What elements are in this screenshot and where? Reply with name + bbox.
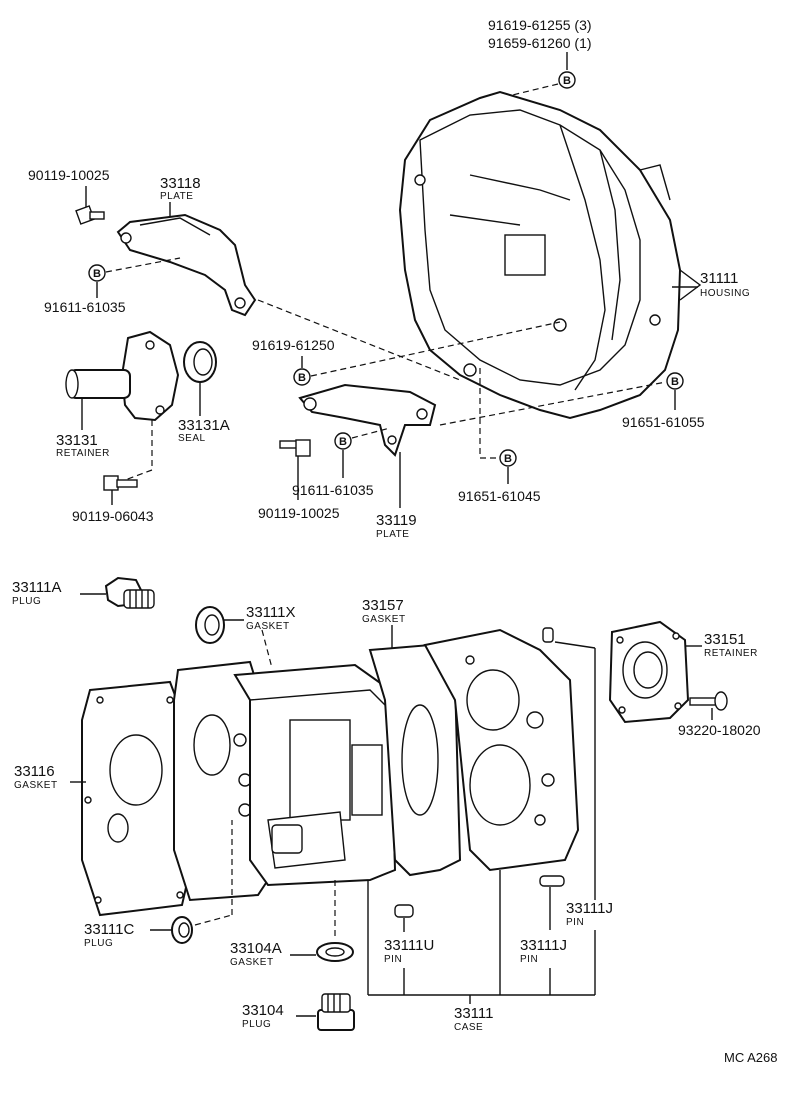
label-case-num: 33111 bbox=[454, 1005, 494, 1022]
bolt-90119-10025-a bbox=[75, 205, 105, 225]
case-bracket-lines bbox=[367, 870, 596, 1004]
label-pin-33111u-num: 33111U bbox=[384, 937, 434, 954]
label-gasket-33111x-name: GASKET bbox=[246, 621, 290, 632]
b-marker-mid-lower: B bbox=[334, 432, 352, 450]
label-gasket-33104a-num: 33104A bbox=[230, 940, 282, 957]
svg-text:B: B bbox=[671, 376, 679, 388]
svg-text:B: B bbox=[93, 268, 101, 280]
label-plug-33111c-name: PLUG bbox=[84, 938, 113, 949]
label-plate-33118-num: 33118 bbox=[160, 175, 201, 192]
b-marker-left-upper: B bbox=[88, 264, 106, 282]
label-plate-33119-name: PLATE bbox=[376, 529, 409, 540]
dash-b-mid-lower bbox=[351, 427, 391, 439]
leader-pin-33111j-upper bbox=[554, 641, 596, 649]
label-plug-33111c-num: 33111C bbox=[84, 921, 134, 938]
label-pin-33111j-b-num: 33111J bbox=[566, 900, 613, 917]
dash-plate-to-housing bbox=[257, 299, 461, 381]
dash-retainer-bolt-2 bbox=[124, 469, 153, 481]
label-bolt-90119-06043: 90119-06043 bbox=[72, 508, 154, 524]
label-gasket-33157-name: GASKET bbox=[362, 614, 406, 625]
label-housing-name: HOUSING bbox=[700, 288, 750, 299]
label-plug-33111a-name: PLUG bbox=[12, 596, 41, 607]
label-pin-33111j-a-num: 33111J bbox=[520, 937, 567, 954]
svg-text:B: B bbox=[504, 453, 512, 465]
pin-33111u bbox=[394, 904, 414, 918]
label-bolt-90119-10025-b: 90119-10025 bbox=[258, 505, 340, 521]
svg-text:B: B bbox=[339, 436, 347, 448]
gasket-33111x bbox=[195, 606, 225, 644]
label-seal-name: SEAL bbox=[178, 433, 206, 444]
label-retainer-33131-name: RETAINER bbox=[56, 448, 110, 459]
housing-31111 bbox=[398, 90, 702, 420]
label-plate-33118-name: PLATE bbox=[160, 191, 193, 202]
label-plug-33111a-num: 33111A bbox=[12, 579, 62, 596]
bolt-93220-18020 bbox=[689, 691, 728, 711]
dash-b-mid-left bbox=[310, 321, 561, 377]
drawing-code: MC A268 bbox=[724, 1050, 777, 1065]
pin-33111j-lower bbox=[539, 875, 565, 887]
label-bolt-91611-61035-b: 91611-61035 bbox=[292, 482, 374, 498]
label-bolt-91619-61250: 91619-61250 bbox=[252, 337, 335, 353]
label-housing-num: 31111 bbox=[700, 270, 738, 287]
plate-33119 bbox=[298, 383, 437, 457]
b-marker-top: B bbox=[558, 71, 576, 89]
retainer-33131 bbox=[65, 330, 180, 422]
label-gasket-33104a-name: GASKET bbox=[230, 957, 274, 968]
label-retainer-33131-num: 33131 bbox=[56, 432, 98, 449]
plug-33104 bbox=[317, 993, 355, 1031]
label-gasket-33116-num: 33116 bbox=[14, 763, 55, 780]
b-marker-mid-left: B bbox=[293, 368, 311, 386]
svg-text:B: B bbox=[298, 372, 306, 384]
dash-b-left-upper bbox=[105, 257, 181, 273]
label-gasket-33157-num: 33157 bbox=[362, 597, 404, 614]
plate-33118 bbox=[116, 213, 257, 317]
seal-33131a bbox=[183, 341, 217, 383]
case-rear-plate bbox=[423, 628, 580, 872]
label-bolt-91611-61035-a: 91611-61035 bbox=[44, 299, 126, 315]
label-bolt-91651-61055: 91651-61055 bbox=[622, 414, 705, 430]
label-top-bolts-1: 91619-61255 (3) bbox=[488, 17, 592, 33]
label-top-bolts-2: 91659-61260 (1) bbox=[488, 35, 592, 51]
label-plug-33104-name: PLUG bbox=[242, 1019, 271, 1030]
dash-plug-33111c bbox=[194, 914, 233, 926]
plug-33111a bbox=[104, 576, 155, 609]
label-pin-33111u-name: PIN bbox=[384, 954, 402, 965]
pin-top bbox=[542, 627, 554, 643]
svg-text:B: B bbox=[563, 75, 571, 87]
gasket-33104a bbox=[316, 942, 354, 962]
gasket-33157 bbox=[368, 643, 462, 877]
label-plug-33104-num: 33104 bbox=[242, 1002, 284, 1019]
case-front-plate bbox=[173, 660, 269, 902]
b-marker-right: B bbox=[666, 372, 684, 390]
case-body bbox=[233, 663, 397, 887]
label-gasket-33116-name: GASKET bbox=[14, 780, 58, 791]
dash-right-long bbox=[439, 381, 667, 426]
bolt-90119-10025-b bbox=[279, 439, 311, 457]
label-bolt-91651-61045: 91651-61045 bbox=[458, 488, 541, 504]
label-bolt-93220-18020: 93220-18020 bbox=[678, 722, 761, 738]
dash-gasket-33111x bbox=[261, 629, 273, 669]
retainer-33151 bbox=[608, 620, 690, 724]
label-plate-33119-num: 33119 bbox=[376, 512, 417, 529]
label-retainer-33151-num: 33151 bbox=[704, 631, 746, 648]
gasket-33116 bbox=[81, 680, 191, 917]
label-bolt-90119-10025-a: 90119-10025 bbox=[28, 167, 110, 183]
bolt-90119-06043 bbox=[103, 475, 138, 491]
label-seal-num: 33131A bbox=[178, 417, 230, 434]
plug-33111c bbox=[171, 916, 193, 944]
label-pin-33111j-a-name: PIN bbox=[520, 954, 538, 965]
label-gasket-33111x-num: 33111X bbox=[246, 604, 296, 621]
b-marker-mid-right: B bbox=[499, 449, 517, 467]
label-retainer-33151-name: RETAINER bbox=[704, 648, 758, 659]
label-case-name: CASE bbox=[454, 1022, 483, 1033]
label-pin-33111j-b-name: PIN bbox=[566, 917, 584, 928]
